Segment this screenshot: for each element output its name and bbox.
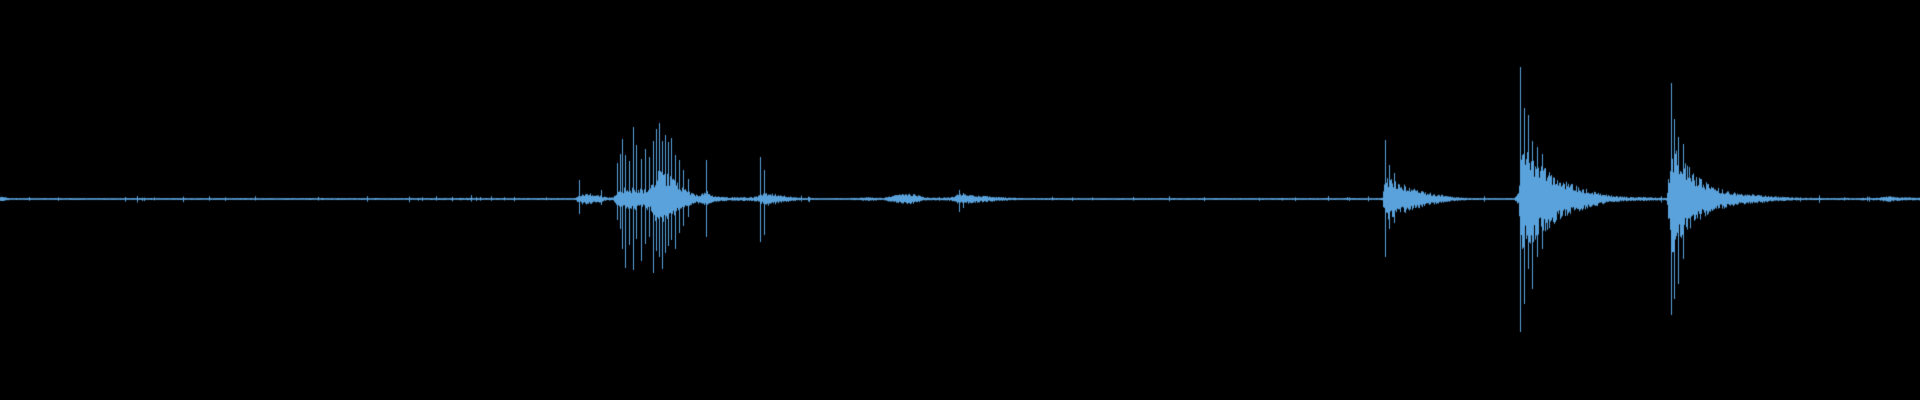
waveform-viewer <box>0 0 1920 400</box>
audio-waveform-canvas <box>0 0 1920 400</box>
